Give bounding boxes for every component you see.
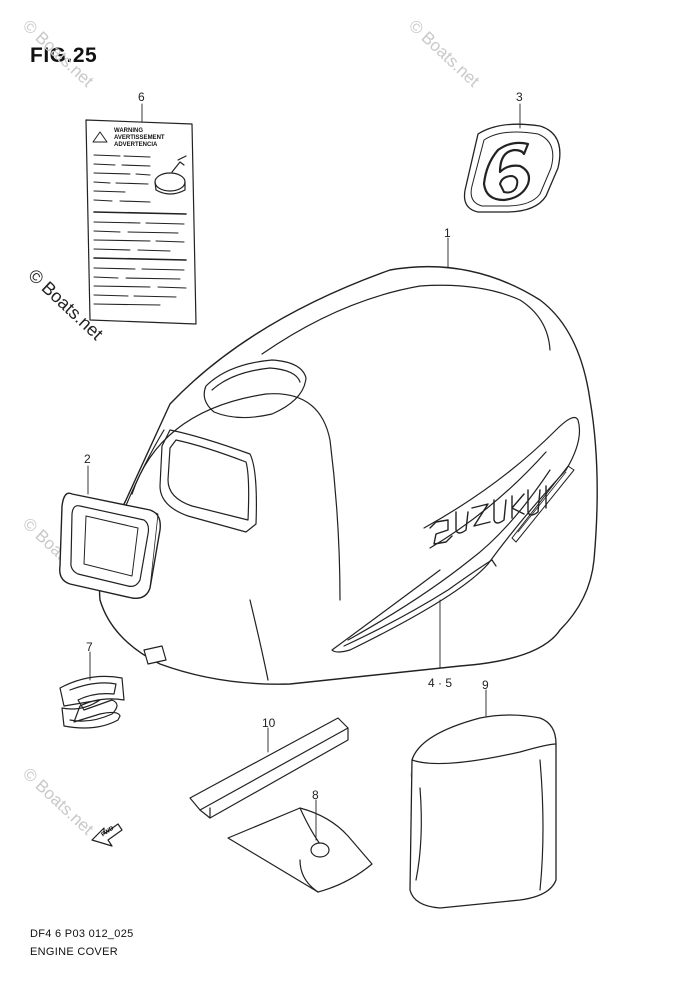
callout-7[interactable]: 7 [86,640,93,654]
callout-8[interactable]: 8 [312,788,319,802]
forward-arrow-icon [91,823,123,847]
diagram-name: ENGINE COVER [30,946,118,958]
storage-cover-part[interactable] [409,714,557,909]
warning-label-line2: AVERTISSEMENT [114,135,165,141]
engine-cover-part[interactable] [98,265,598,685]
callout-1[interactable]: 1 [444,226,451,240]
warning-label-line3: ADVERTENCIA [114,142,158,148]
parts-bag-part[interactable] [227,807,373,893]
callout-10[interactable]: 10 [262,716,276,730]
callout-9[interactable]: 9 [482,678,489,692]
s-emblem-part[interactable] [59,675,125,729]
callout-3[interactable]: 3 [516,90,523,104]
warning-label-line1: WARNING [114,128,143,134]
figure-title: FIG.25 [30,44,98,67]
foam-strip-part[interactable] [189,717,349,819]
model-number-decal-part[interactable] [463,123,561,213]
callout-4-5[interactable]: 4 · 5 [428,676,453,690]
callout-6[interactable]: 6 [138,90,145,104]
diagram-code: DF4 6 P03 012_025 [30,928,134,940]
callout-2[interactable]: 2 [84,452,91,466]
warning-label-part[interactable] [85,119,197,325]
window-grommet-part[interactable] [59,492,161,599]
